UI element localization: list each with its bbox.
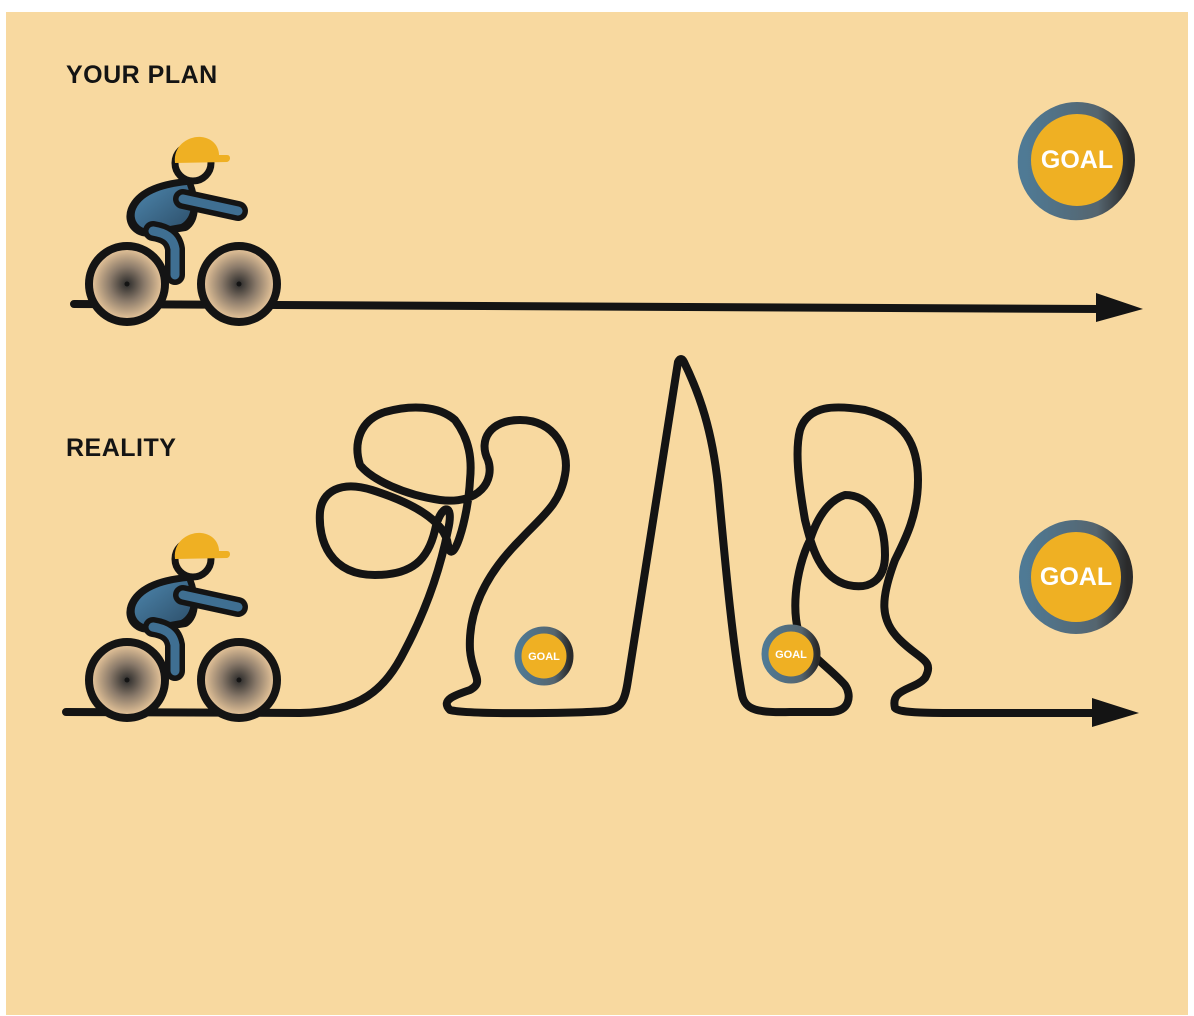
plan-goal-sign: GOAL [1024, 102, 1135, 341]
arrowhead-icon [1096, 293, 1143, 322]
plan-row: GOAL [70, 102, 1143, 341]
goal-sign-label: GOAL [1041, 146, 1113, 174]
reality-winding-path [62, 355, 1104, 718]
reality-goal-sign-small-2: GOAL [761, 624, 821, 741]
arrowhead-icon [1092, 698, 1139, 727]
goal-sign-label: GOAL [528, 651, 560, 663]
goal-sign-label: GOAL [1040, 563, 1112, 591]
plan-section-label: YOUR PLAN [66, 61, 218, 89]
reality-section-label: REALITY [66, 434, 177, 462]
goal-sign-label: GOAL [775, 649, 807, 661]
reality-goal-sign-small-1: GOAL [514, 626, 574, 742]
reality-row: GOAL GOAL GOAL [62, 355, 1139, 745]
reality-goal-sign-large: GOAL [1019, 520, 1133, 745]
